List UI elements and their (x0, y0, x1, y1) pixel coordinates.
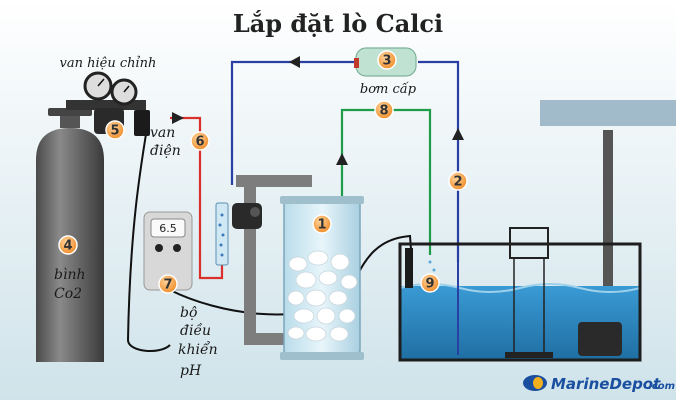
marker-1: 1 (312, 214, 332, 234)
reactor-frame-top (236, 175, 312, 187)
arrow-up-icon (336, 153, 348, 165)
solenoid-valve (134, 110, 150, 136)
ph-display-value: 6.5 (159, 222, 177, 235)
label-controller-3: khiển (178, 340, 218, 358)
marker-2: 2 (448, 171, 468, 191)
svg-text:4: 4 (63, 239, 72, 254)
marker-5: 5 (105, 120, 125, 140)
label-controller-1: bộ (180, 305, 197, 321)
label-regulator: van hiệu chỉnh (60, 56, 157, 71)
return-tube (230, 60, 355, 185)
marker-7: 7 (158, 274, 178, 294)
logo-suffix: .com (648, 381, 675, 392)
marker-6: 6 (190, 131, 210, 151)
svg-text:7: 7 (163, 278, 172, 293)
sump-outline (398, 242, 642, 362)
display-tank (540, 100, 676, 126)
arrow-left-icon (289, 56, 300, 68)
label-solenoid-1: van (150, 125, 175, 141)
page-title: Lắp đặt lò Calci (233, 9, 443, 38)
marker-3: 3 (377, 50, 397, 70)
calcium-media (287, 250, 358, 342)
label-cylinder-2: Co2 (54, 286, 82, 302)
svg-text:5: 5 (110, 124, 119, 139)
marker-9: 9 (420, 273, 440, 293)
marker-8: 8 (374, 100, 394, 120)
svg-text:3: 3 (382, 54, 391, 69)
label-solenoid-2: điện (150, 143, 181, 159)
marinedepot-logo: MarineDepot .com (523, 375, 675, 393)
ph-probe (405, 248, 413, 288)
label-controller-2: điều (180, 322, 211, 339)
feed-tube (418, 60, 460, 262)
label-pump: bơm cấp (360, 81, 417, 97)
skimmer (509, 227, 549, 259)
label-controller-4: pH (180, 363, 202, 379)
ph-display (150, 218, 186, 238)
overflow-pipe (603, 130, 613, 330)
label-cylinder-1: bình (54, 267, 85, 283)
marker-4: 4 (58, 235, 78, 255)
cylinder-valve (60, 114, 80, 128)
svg-text:8: 8 (379, 104, 388, 119)
solenoid-cable (126, 121, 171, 352)
arrow-right-icon (172, 112, 184, 124)
svg-text:1: 1 (317, 218, 326, 233)
svg-text:2: 2 (453, 175, 462, 190)
return-pump (578, 322, 622, 356)
svg-text:6: 6 (195, 135, 204, 150)
logo-text: MarineDepot (551, 375, 661, 393)
arrow-up-icon (452, 128, 464, 140)
svg-text:9: 9 (425, 277, 434, 292)
